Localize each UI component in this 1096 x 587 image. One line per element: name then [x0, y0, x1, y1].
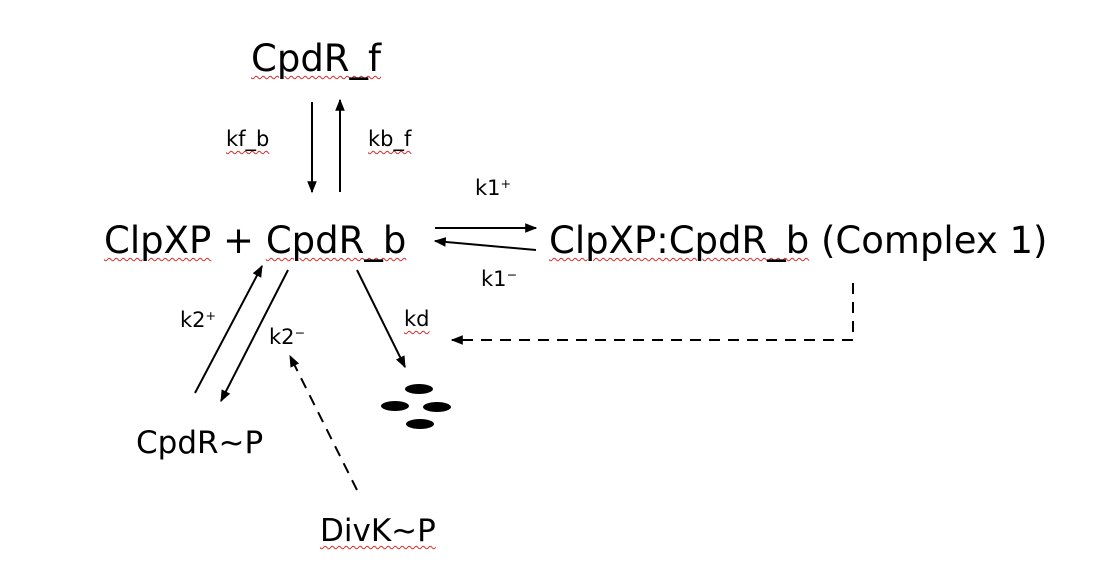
rate-k1-minus-sup: − — [506, 267, 518, 283]
rate-kd: kd — [404, 307, 430, 331]
arrow-complex-degradation — [450, 283, 854, 345]
arrow-k1-minus — [433, 237, 537, 251]
arrow-kd — [356, 269, 406, 369]
rate-k1-plus: k1+ — [475, 176, 512, 200]
species-clpxp: ClpXP — [104, 219, 212, 262]
species-cpdr-b: CpdR_b — [265, 219, 407, 262]
rate-k1-minus-base: k1 — [481, 267, 507, 291]
rate-k2-minus-base: k2 — [269, 325, 295, 349]
arrow-divk-catalysis — [289, 354, 358, 491]
rate-k2-plus-base: k2 — [180, 308, 206, 332]
rate-k1-plus-base: k1 — [475, 176, 501, 200]
species-divk-p: DivK~P — [320, 513, 436, 549]
rate-k2-minus: k2− — [269, 325, 306, 349]
rate-k2-plus: k2+ — [180, 308, 217, 332]
arrow-k2-minus — [220, 269, 289, 403]
plus-sign: + — [223, 219, 255, 262]
species-complex-1: ClpXP:CpdR_b (Complex 1) — [549, 222, 1047, 259]
rate-kf-b: kf_b — [226, 127, 270, 151]
degradation-products-icon — [381, 384, 451, 429]
complex-note: (Complex 1) — [821, 219, 1048, 262]
rate-kb-f: kb_f — [368, 127, 412, 151]
arrow-k2-plus — [194, 264, 263, 394]
rate-k2-minus-sup: − — [294, 325, 306, 341]
species-cpdr-f: CpdR_f — [251, 37, 382, 80]
rate-k2-plus-sup: + — [205, 308, 217, 324]
species-cpdr-p: CpdR~P — [136, 425, 264, 461]
rate-k1-minus: k1− — [481, 267, 518, 291]
species-clpxp-plus-cpdr-b: ClpXP + CpdR_b — [104, 222, 406, 259]
rate-k1-plus-sup: + — [500, 176, 512, 192]
complex-name: ClpXP:CpdR_b — [549, 219, 810, 262]
